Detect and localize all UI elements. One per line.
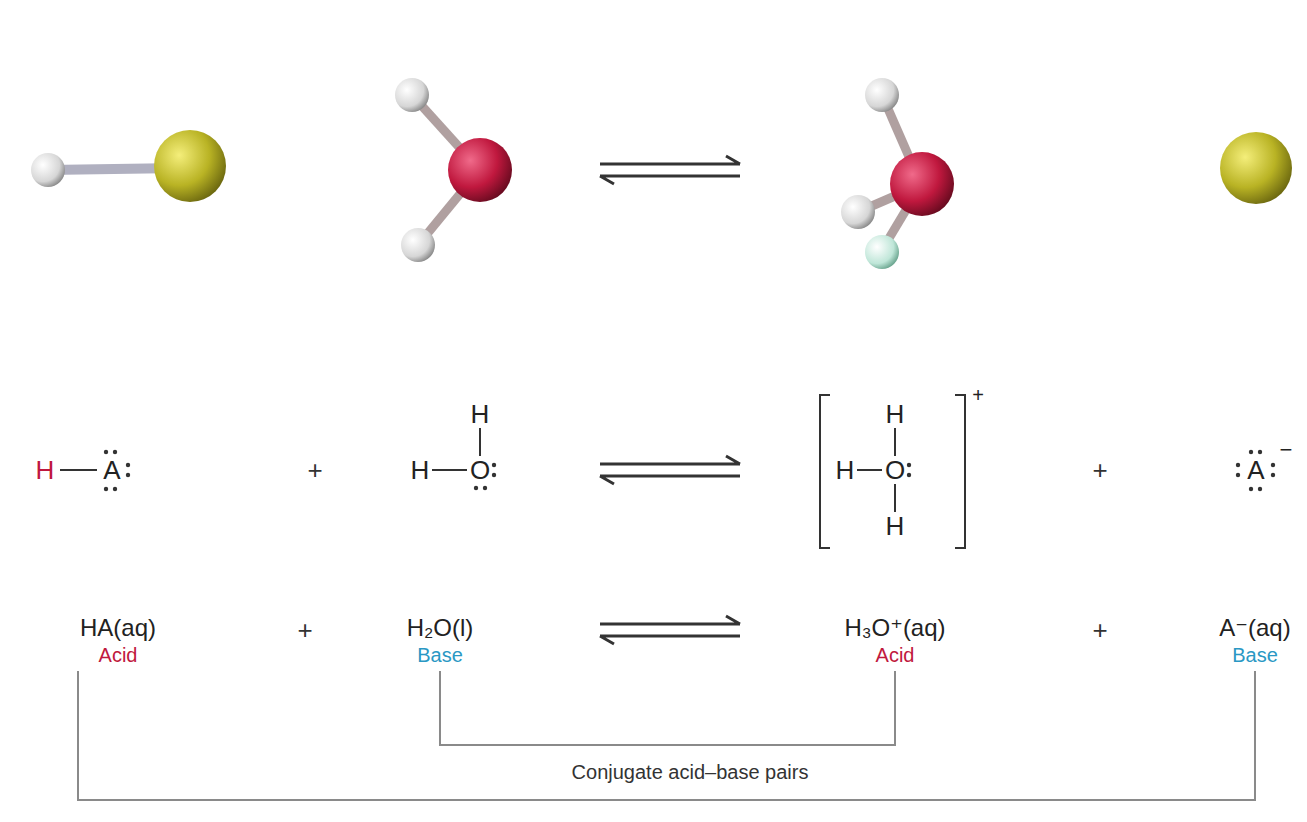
charge-sign: + <box>972 384 984 407</box>
role-label: Acid <box>844 644 945 667</box>
lone-pairs <box>104 450 1275 491</box>
ion-bracket <box>820 395 965 548</box>
role-label: Acid <box>80 644 156 667</box>
atom-symbol: H <box>411 455 430 486</box>
species-entry: H₃O⁺(aq)Acid <box>838 612 951 669</box>
atom-symbol: H <box>471 399 490 430</box>
hydronium-molecule <box>841 78 954 269</box>
atom-symbol: H <box>886 511 905 542</box>
chemical-formula: H₂O(l) <box>407 614 474 642</box>
plus-sign: + <box>1092 615 1107 646</box>
atom-symbol: O <box>470 455 490 486</box>
atom-symbol: H <box>836 455 855 486</box>
conjugate-bracket <box>78 671 1255 800</box>
lewis-bonds <box>60 428 895 512</box>
ha-molecule <box>31 130 226 202</box>
charge-sign: − <box>1280 437 1293 463</box>
equilibrium-arrow <box>600 156 740 184</box>
chemical-formula: H₃O⁺(aq) <box>844 614 945 642</box>
atom-symbol: A <box>103 455 120 486</box>
pair-caption: Conjugate acid–base pairs <box>568 761 813 784</box>
species-entry: A⁻(aq)Base <box>1213 612 1296 669</box>
plus-sign: + <box>307 455 322 486</box>
atom-symbol: A <box>1247 455 1264 486</box>
plus-sign: + <box>1092 455 1107 486</box>
atom-symbol: H <box>36 455 55 486</box>
chemical-formula: A⁻(aq) <box>1219 614 1290 642</box>
conjugate-bracket <box>440 671 895 745</box>
atom-symbol: O <box>885 455 905 486</box>
atom-symbol: H <box>886 399 905 430</box>
anion-atom <box>1220 132 1292 204</box>
species-entry: HA(aq)Acid <box>74 612 162 669</box>
species-entry: H₂O(l)Base <box>401 612 480 669</box>
plus-sign: + <box>297 615 312 646</box>
equilibrium-arrow <box>600 456 740 644</box>
water-molecule <box>395 78 512 262</box>
chemical-formula: HA(aq) <box>80 614 156 642</box>
role-label: Base <box>1219 644 1290 667</box>
role-label: Base <box>407 644 474 667</box>
